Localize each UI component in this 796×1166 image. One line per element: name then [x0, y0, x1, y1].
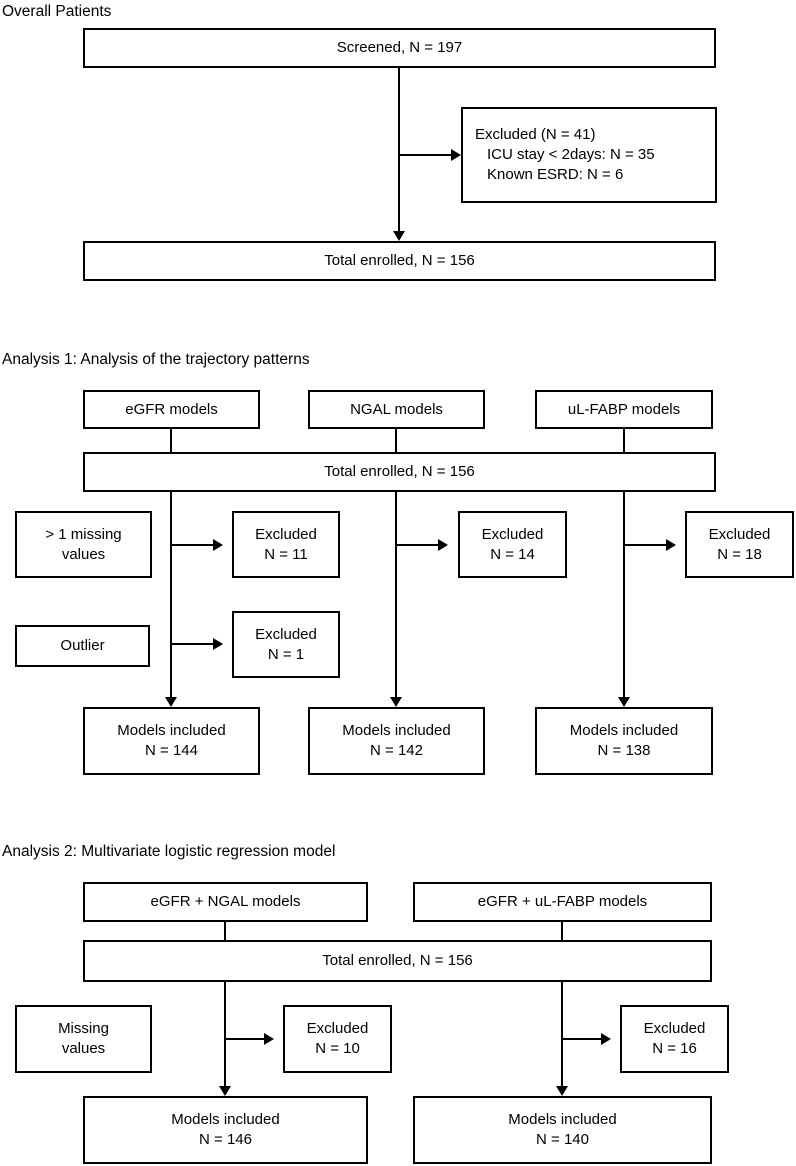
- node-included-ngal-line-2: N = 142: [370, 742, 423, 759]
- node-egfr-ulfabp-models-line-1: eGFR + uL-FABP models: [477, 893, 648, 910]
- node-excluded-ngal-missing-line-2: N = 14: [490, 545, 535, 563]
- section-title-analysis-2: Analysis 2: Multivariate logistic regres…: [2, 843, 336, 860]
- arrowhead-egfr-ulfabp-column: [555, 1086, 568, 1096]
- node-outlier-criterion: Outlier: [15, 625, 150, 667]
- node-egfr-ngal-models-line-1: eGFR + NGAL models: [150, 893, 301, 910]
- node-outlier-criterion-line-1: Outlier: [60, 637, 105, 654]
- node-ulfabp-models-line-1: uL-FABP models: [567, 400, 681, 418]
- connector-ngal-missing: [396, 544, 438, 547]
- arrowhead-egfr-outlier: [213, 637, 223, 650]
- node-excluded-overall-line-1: Excluded (N = 41): [475, 126, 596, 143]
- node-total-enrolled-analysis-1-line-1: Total enrolled, N = 156: [324, 463, 475, 480]
- node-excluded-egfr-ngal-line-1: Excluded: [306, 1020, 369, 1037]
- node-included-ulfabp: Models included N = 138: [535, 707, 713, 775]
- node-excluded-ulfabp-missing: Excluded N = 18: [685, 511, 794, 578]
- node-included-ngal: Models included N = 142: [308, 707, 485, 775]
- node-excluded-egfr-ulfabp-line-1: Excluded: [643, 1020, 706, 1037]
- connector-excluded-egfr-ngal: [225, 1038, 264, 1041]
- node-ngal-models-line-1: NGAL models: [350, 400, 443, 418]
- node-total-enrolled-overall: Total enrolled, N = 156: [83, 241, 716, 281]
- connector-egfr-outlier: [171, 643, 213, 646]
- node-egfr-models: eGFR models: [83, 390, 260, 429]
- node-excluded-egfr-missing: Excluded N = 11: [232, 511, 340, 578]
- connector-ulfabp-missing: [624, 544, 666, 547]
- node-excluded-egfr-outlier-line-2: N = 1: [267, 645, 305, 663]
- node-included-egfr-ngal-line-2: N = 146: [199, 1131, 252, 1148]
- node-missing-values-criterion-a1-line-1: > 1 missing: [45, 525, 122, 543]
- node-total-enrolled-analysis-1: Total enrolled, N = 156: [83, 452, 716, 492]
- connector-egfr-ulfabp-to-total: [561, 922, 564, 940]
- node-egfr-ulfabp-models: eGFR + uL-FABP models: [413, 882, 712, 922]
- connector-egfr-ulfabp-column: [561, 982, 564, 1086]
- arrowhead-screened-to-total: [392, 231, 405, 241]
- node-excluded-ulfabp-missing-line-1: Excluded: [708, 525, 771, 543]
- connector-ulfabp-column: [623, 492, 626, 697]
- node-total-enrolled-analysis-2: Total enrolled, N = 156: [83, 940, 712, 982]
- node-included-egfr-ulfabp: Models included N = 140: [413, 1096, 712, 1164]
- node-missing-values-criterion-a2-line-2: values: [61, 1040, 106, 1057]
- arrowhead-ngal-missing: [438, 538, 448, 551]
- connector-egfr-ngal-column: [224, 982, 227, 1086]
- node-ngal-models: NGAL models: [308, 390, 485, 429]
- connector-ulfabp-to-total: [623, 429, 626, 452]
- node-missing-values-criterion-a1: > 1 missing values: [15, 511, 152, 578]
- node-included-egfr-ngal-line-1: Models included: [171, 1111, 280, 1128]
- node-egfr-models-line-1: eGFR models: [125, 400, 218, 418]
- node-included-ngal-line-1: Models included: [342, 722, 451, 739]
- node-included-egfr-line-1: Models included: [117, 722, 226, 739]
- node-excluded-egfr-missing-line-2: N = 11: [264, 545, 308, 563]
- node-included-egfr-ngal: Models included N = 146: [83, 1096, 368, 1164]
- arrowhead-egfr-ngal-column: [218, 1086, 231, 1096]
- arrowhead-ngal-column: [389, 697, 402, 707]
- section-title-overall-patients: Overall Patients: [2, 3, 112, 20]
- arrowhead-screened-to-excluded: [451, 148, 461, 161]
- connector-screened-to-excluded: [399, 154, 451, 157]
- connector-egfr-ngal-to-total: [224, 922, 227, 940]
- arrowhead-egfr-column: [164, 697, 177, 707]
- node-missing-values-criterion-a1-line-2: values: [61, 545, 106, 563]
- arrowhead-egfr-missing: [213, 538, 223, 551]
- node-excluded-egfr-outlier: Excluded N = 1: [232, 611, 340, 678]
- node-included-ulfabp-line-1: Models included: [569, 722, 679, 739]
- node-excluded-egfr-missing-line-1: Excluded: [255, 525, 317, 543]
- connector-excluded-egfr-ulfabp: [562, 1038, 601, 1041]
- connector-ngal-to-total: [395, 429, 398, 452]
- node-included-egfr-ulfabp-line-1: Models included: [508, 1111, 617, 1128]
- node-excluded-egfr-ulfabp: Excluded N = 16: [620, 1005, 729, 1073]
- node-total-enrolled-analysis-2-line-1: Total enrolled, N = 156: [322, 952, 473, 969]
- arrowhead-excluded-egfr-ulfabp: [601, 1032, 611, 1045]
- node-ulfabp-models: uL-FABP models: [535, 390, 713, 429]
- connector-egfr-to-total: [170, 429, 173, 452]
- node-included-egfr-line-2: N = 144: [145, 742, 198, 759]
- node-missing-values-criterion-a2: Missing values: [15, 1005, 152, 1073]
- node-included-egfr-ulfabp-line-2: N = 140: [536, 1131, 589, 1148]
- node-excluded-egfr-outlier-line-1: Excluded: [255, 625, 317, 643]
- connector-screened-to-total: [398, 68, 401, 231]
- node-egfr-ngal-models: eGFR + NGAL models: [83, 882, 368, 922]
- node-excluded-overall-line-3: Known ESRD: N = 6: [487, 166, 624, 183]
- node-excluded-overall: Excluded (N = 41) ICU stay < 2days: N = …: [461, 107, 717, 203]
- node-excluded-egfr-ulfabp-line-2: N = 16: [652, 1040, 697, 1057]
- node-included-egfr: Models included N = 144: [83, 707, 260, 775]
- arrowhead-ulfabp-column: [617, 697, 630, 707]
- section-title-analysis-1: Analysis 1: Analysis of the trajectory p…: [2, 351, 310, 368]
- node-excluded-egfr-ngal-line-2: N = 10: [315, 1040, 360, 1057]
- arrowhead-ulfabp-missing: [666, 538, 676, 551]
- connector-egfr-missing: [171, 544, 213, 547]
- node-excluded-ulfabp-missing-line-2: N = 18: [717, 545, 762, 563]
- node-screened: Screened, N = 197: [83, 28, 716, 68]
- node-screened-line-1: Screened, N = 197: [336, 39, 463, 56]
- node-missing-values-criterion-a2-line-1: Missing: [58, 1020, 109, 1037]
- node-excluded-ngal-missing: Excluded N = 14: [458, 511, 567, 578]
- node-excluded-overall-line-2: ICU stay < 2days: N = 35: [487, 146, 655, 163]
- arrowhead-excluded-egfr-ngal: [264, 1032, 274, 1045]
- node-excluded-egfr-ngal: Excluded N = 10: [283, 1005, 392, 1073]
- connector-egfr-column: [170, 492, 173, 697]
- connector-ngal-column: [395, 492, 398, 697]
- node-included-ulfabp-line-2: N = 138: [597, 742, 651, 759]
- node-excluded-ngal-missing-line-1: Excluded: [481, 525, 544, 543]
- node-total-enrolled-overall-line-1: Total enrolled, N = 156: [324, 252, 475, 269]
